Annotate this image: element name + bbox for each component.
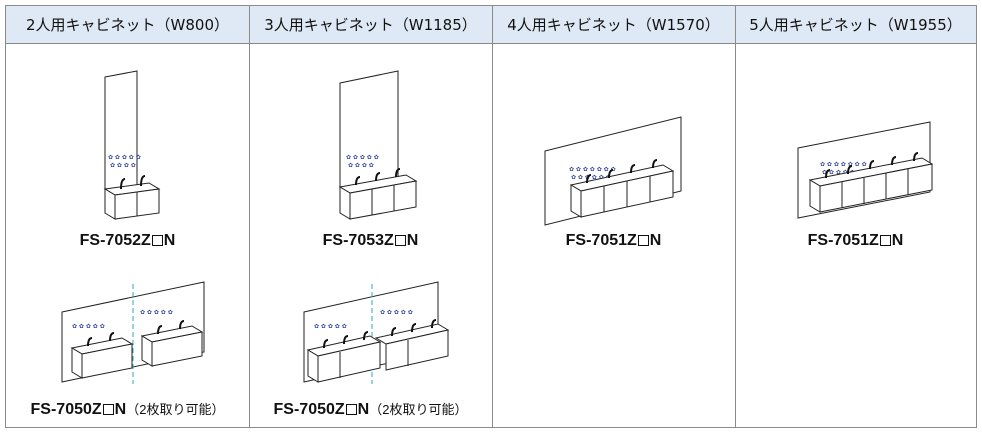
svg-text:✿ ✿ ✿ ✿ ✿ ✿ ✿: ✿ ✿ ✿ ✿ ✿ ✿ ✿: [569, 166, 616, 173]
svg-text:✿ ✿ ✿ ✿ ✿ ✿ ✿: ✿ ✿ ✿ ✿ ✿ ✿ ✿: [820, 161, 867, 168]
svg-text:✿ ✿ ✿ ✿ ✿ ✿: ✿ ✿ ✿ ✿ ✿ ✿: [571, 174, 611, 181]
svg-text:✿ ✿ ✿ ✿ ✿: ✿ ✿ ✿ ✿ ✿: [140, 309, 173, 316]
header-4-person: 4人用キャビネット（W1570）: [492, 6, 735, 44]
illustration-fs-7051z-5: ✿ ✿ ✿ ✿ ✿ ✿ ✿✿ ✿ ✿ ✿ ✿ ✿: [797, 121, 934, 219]
illustration-fs-7050z-3: ✿ ✿ ✿ ✿ ✿ ✿ ✿ ✿ ✿ ✿: [303, 281, 450, 384]
column-divider: [492, 6, 493, 427]
illustration-fs-7053z: ✿ ✿ ✿ ✿ ✿✿ ✿ ✿ ✿: [338, 70, 418, 220]
header-2-person: 2人用キャビネット（W800）: [6, 6, 249, 44]
blank-box-icon: [879, 235, 891, 246]
svg-text:✿ ✿ ✿ ✿ ✿ ✿: ✿ ✿ ✿ ✿ ✿ ✿: [822, 169, 862, 176]
product-table: 2人用キャビネット（W800） 3人用キャビネット（W1185） 4人用キャビネ…: [5, 5, 977, 428]
blank-box-icon: [151, 235, 163, 246]
blank-box-icon: [345, 404, 357, 415]
blank-box-icon: [394, 235, 406, 246]
blank-box-icon: [102, 404, 114, 415]
column-divider: [249, 6, 250, 427]
svg-text:✿ ✿ ✿ ✿ ✿: ✿ ✿ ✿ ✿ ✿: [380, 309, 413, 316]
svg-text:✿ ✿ ✿ ✿ ✿: ✿ ✿ ✿ ✿ ✿: [346, 154, 379, 161]
svg-text:✿ ✿ ✿ ✿: ✿ ✿ ✿ ✿: [110, 162, 136, 169]
header-3-person: 3人用キャビネット（W1185）: [249, 6, 492, 44]
blank-box-icon: [637, 235, 649, 246]
svg-text:✿ ✿ ✿ ✿: ✿ ✿ ✿ ✿: [348, 162, 374, 169]
svg-text:✿ ✿ ✿ ✿ ✿: ✿ ✿ ✿ ✿ ✿: [72, 323, 105, 330]
illustration-fs-7051z-4: ✿ ✿ ✿ ✿ ✿ ✿ ✿✿ ✿ ✿ ✿ ✿ ✿: [544, 116, 682, 226]
svg-text:✿ ✿ ✿ ✿ ✿: ✿ ✿ ✿ ✿ ✿: [108, 154, 141, 161]
column-divider: [735, 6, 736, 427]
header-5-person: 5人用キャビネット（W1955）: [735, 6, 976, 44]
svg-text:✿ ✿ ✿ ✿ ✿: ✿ ✿ ✿ ✿ ✿: [314, 323, 347, 330]
illustration-fs-7050z-2: ✿ ✿ ✿ ✿ ✿ ✿ ✿ ✿ ✿ ✿: [61, 281, 205, 384]
illustration-fs-7052z: ✿ ✿ ✿ ✿ ✿✿ ✿ ✿ ✿: [103, 70, 161, 220]
